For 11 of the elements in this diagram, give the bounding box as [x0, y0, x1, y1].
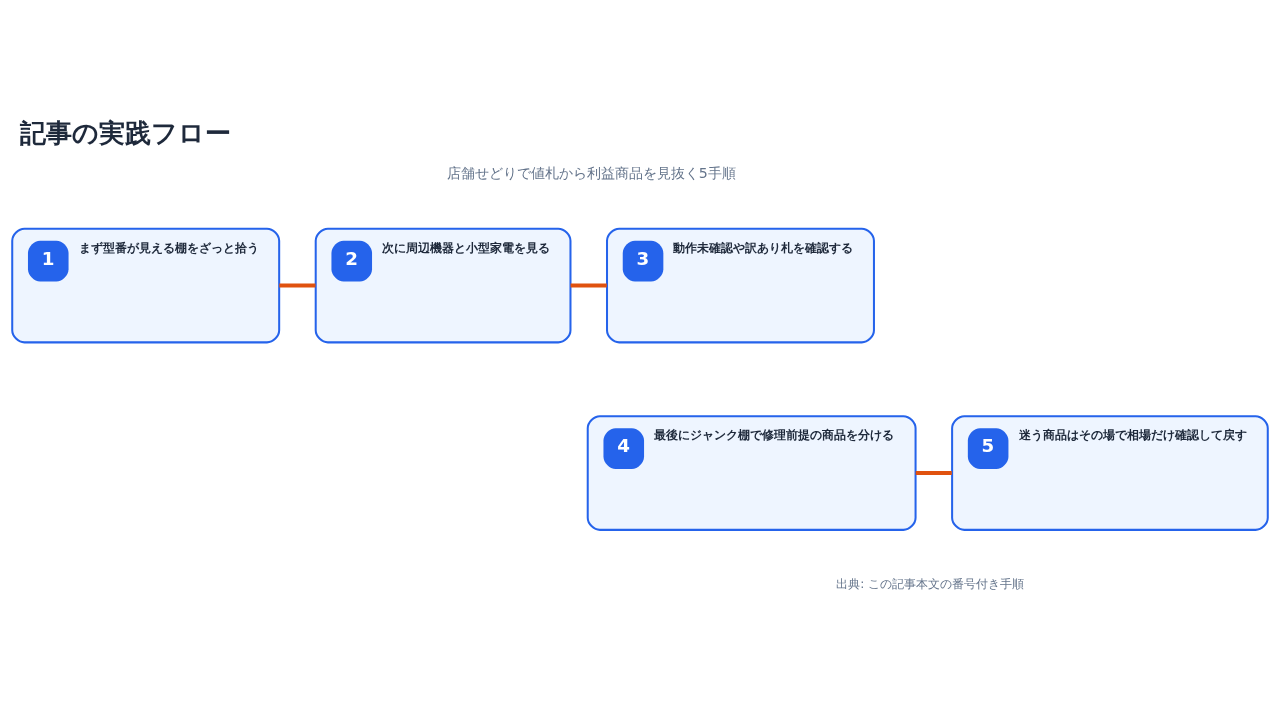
- node-box: 1 まず型番が見える棚をざっと拾う: [11, 227, 281, 343]
- node-box: 2 次に周辺機器と小型家電を見る: [314, 227, 572, 343]
- node-box: 4 最後にジャンク棚で修理前提の商品を分ける: [586, 414, 917, 531]
- connector: [570, 283, 607, 288]
- node-box: 5 迷う商品はその場で相場だけ確認して戻す: [951, 414, 1269, 531]
- label: 店舗せどりで値札から利益商品を見抜く5手順: [446, 164, 736, 181]
- connector: [915, 470, 952, 475]
- caption: 出典: この記事本文の番号付き手順: [836, 576, 1025, 591]
- node-box: 3 動作未確認や訳あり札を確認する: [606, 227, 875, 343]
- connector: [279, 283, 316, 288]
- diagram-title: 記事の実践フロー: [20, 117, 232, 148]
